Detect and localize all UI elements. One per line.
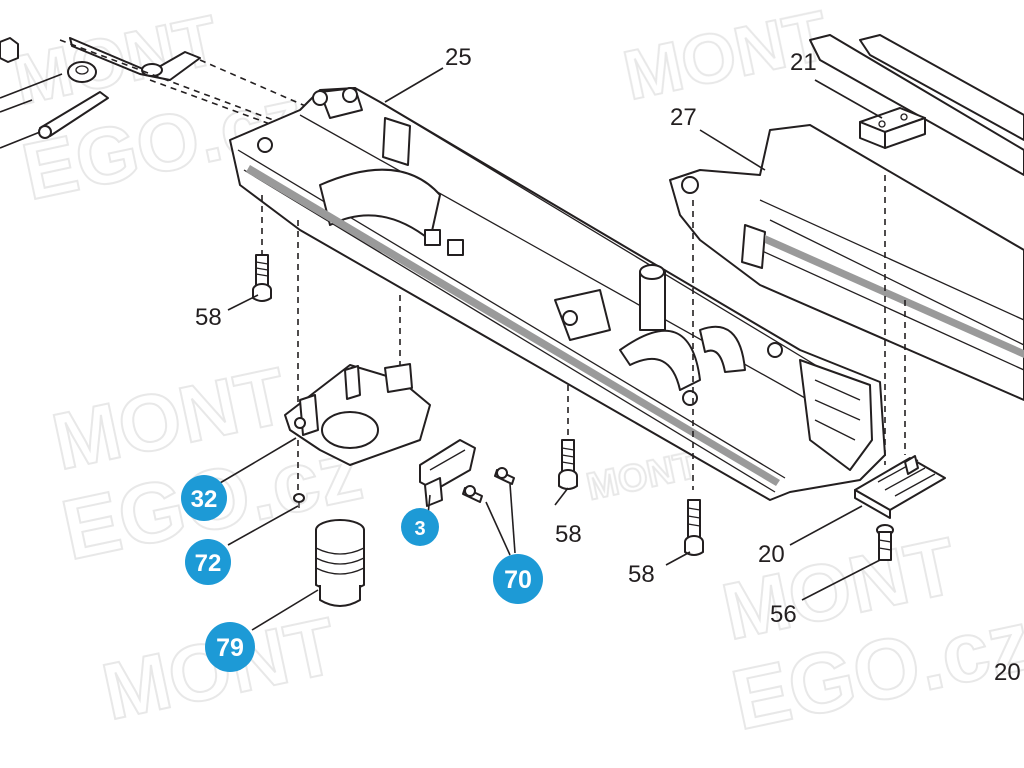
bushing-79	[315, 519, 365, 607]
assembly-lines	[261, 175, 906, 490]
label-25: 25	[445, 44, 472, 71]
label-56: 56	[770, 601, 797, 628]
side-rail	[669, 34, 1024, 401]
block-21	[859, 107, 926, 149]
svg-text:32: 32	[191, 486, 218, 513]
svg-text:3: 3	[414, 518, 425, 540]
label-27: 27	[670, 104, 697, 131]
end-cap-32	[284, 363, 431, 466]
bracket-20	[854, 455, 946, 519]
label-20: 20	[758, 541, 785, 568]
label-58-center: 58	[555, 521, 582, 548]
screw-56	[876, 524, 894, 561]
screw-58-center	[558, 439, 578, 490]
label-58-right: 58	[628, 561, 655, 588]
label-21: 21	[790, 49, 817, 76]
watermark-center: MONT	[583, 444, 701, 508]
screw-58-right	[684, 499, 704, 556]
screw-58-left	[252, 254, 272, 302]
screws-70	[462, 467, 515, 503]
small-screw-72	[293, 493, 305, 508]
label-20-bottom-right: 20	[994, 659, 1021, 686]
top-left-parts	[0, 37, 311, 149]
svg-text:79: 79	[216, 634, 244, 662]
svg-text:70: 70	[504, 566, 532, 594]
svg-text:72: 72	[195, 550, 222, 577]
main-housing	[229, 87, 886, 501]
badges: 32 72 3 70 79	[181, 475, 543, 672]
badge-72: 72	[185, 539, 231, 585]
badge-70: 70	[493, 554, 543, 604]
part-labels: 25 21 27 58 58 58 20 56 20	[195, 44, 1021, 686]
badge-32: 32	[181, 475, 227, 521]
label-58-left: 58	[195, 304, 222, 331]
badge-79: 79	[205, 622, 255, 672]
leader-lines	[219, 67, 883, 631]
badge-3: 3	[401, 508, 439, 546]
